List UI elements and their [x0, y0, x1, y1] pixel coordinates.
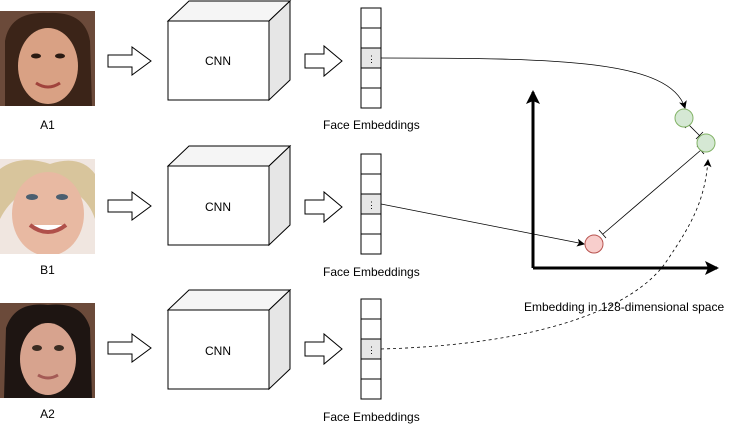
cnn-label-1: CNN [205, 54, 231, 68]
face-label-b1: B1 [40, 263, 55, 277]
face-photo-b1 [0, 159, 95, 254]
embedding-point-a1 [674, 108, 694, 128]
cnn-output-arrow-3 [304, 332, 343, 366]
face-label-a1: A1 [40, 118, 55, 132]
embedding-space-label: Embedding in 128-dimensional space [524, 300, 725, 314]
embedding-label-2: Face Embeddings [323, 265, 420, 279]
input-arrow-1 [107, 46, 152, 76]
embedding-label-1: Face Embeddings [323, 118, 420, 132]
cnn-block-2: CNN [166, 144, 292, 247]
mapping-curve-a2 [380, 159, 712, 350]
pipeline-row-2: CNN ⋮ [107, 144, 382, 255]
cnn-label-3: CNN [205, 344, 231, 358]
distance-line-a1-a2 [687, 123, 701, 137]
embedding-cell-marker-3: ⋮ [367, 345, 376, 355]
face-label-a2: A2 [40, 407, 55, 421]
mapping-line-b1 [380, 203, 585, 247]
cnn-output-arrow-1 [304, 44, 343, 78]
cnn-label-2: CNN [205, 200, 231, 214]
face-photo-a2 [0, 303, 95, 398]
cnn-block-1: CNN [166, 0, 292, 102]
embedding-cell-marker-2: ⋮ [367, 200, 376, 210]
mapping-curve-a1 [380, 57, 687, 109]
face-photo-a1 [0, 11, 95, 106]
pipeline-row-1: CNN ⋮ [107, 0, 382, 109]
embedding-vector-1: ⋮ [360, 7, 382, 109]
cnn-block-3: CNN [166, 288, 292, 391]
embedding-vector-2: ⋮ [360, 153, 382, 255]
distance-line-b1-a2 [602, 149, 702, 235]
embedding-vector-3: ⋮ [360, 298, 382, 400]
embedding-point-b1 [584, 234, 604, 254]
pipeline-row-3: CNN ⋮ [107, 288, 382, 400]
input-arrow-2 [107, 191, 152, 221]
embedding-point-a2 [696, 133, 716, 153]
input-arrow-3 [107, 333, 152, 363]
cnn-output-arrow-2 [304, 190, 343, 224]
embedding-label-3: Face Embeddings [323, 410, 420, 424]
embedding-cell-marker-1: ⋮ [367, 54, 376, 64]
